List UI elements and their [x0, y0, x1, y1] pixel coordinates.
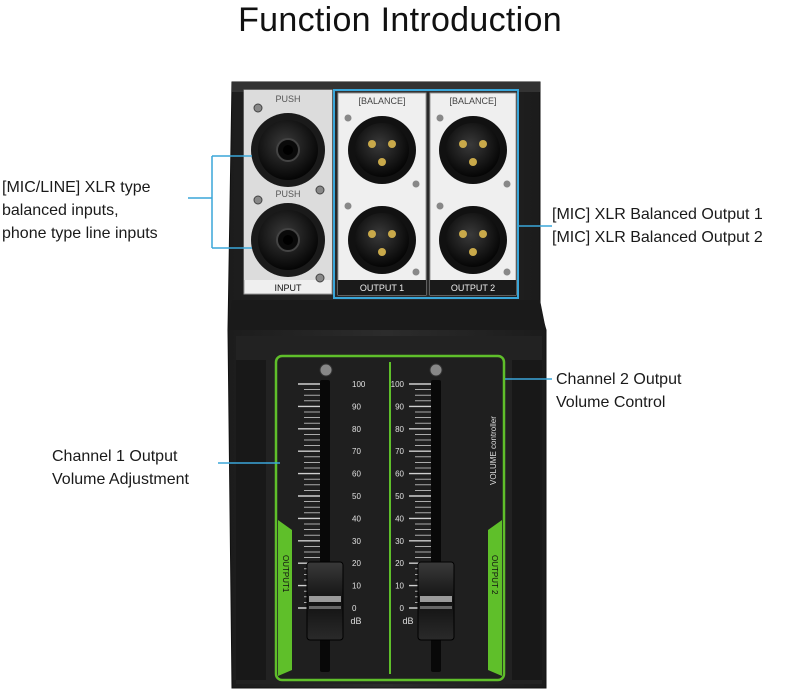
- fader1-scale-label: 30: [352, 537, 361, 546]
- xlr-output-2b-icon: [439, 206, 507, 274]
- page-title: Function Introduction: [238, 1, 562, 39]
- fader1-scale-label: 50: [352, 492, 361, 501]
- db-unit-1: dB: [350, 616, 361, 626]
- volume-controller-label: VOLUME controller: [489, 416, 498, 485]
- fader2-scale-label: 100: [391, 380, 405, 389]
- fader-panel: OUTPUT1 OUTPUT 2 VOLUME controller 10090…: [274, 354, 506, 682]
- strip2-label: OUTPUT 2: [490, 555, 499, 595]
- fader2-scale-label: 0: [400, 604, 405, 613]
- fader2-scale-label: 70: [395, 447, 404, 456]
- output-plates: [BALANCE] [BALANCE] OUTPUT 1 OUTPUT 2: [333, 89, 519, 299]
- callout-channel1: Channel 1 Output Volume Adjustment: [52, 445, 189, 491]
- fader1-scale-label: 20: [352, 559, 361, 568]
- fader1-scale-label: 0: [352, 604, 357, 613]
- strip1-label: OUTPUT1: [281, 555, 290, 593]
- callout-outputs-line-1: [MIC] XLR Balanced Output 1: [552, 206, 763, 223]
- xlr-output-1a-icon: [348, 116, 416, 184]
- callout-inputs-line-2: balanced inputs,: [2, 202, 119, 219]
- fader1-scale-label: 70: [352, 447, 361, 456]
- fader-knob-1[interactable]: [306, 561, 344, 641]
- callout-channel2: Channel 2 Output Volume Control: [556, 368, 681, 414]
- fader1-scale-label: 80: [352, 425, 361, 434]
- fader1-scale-label: 10: [352, 582, 361, 591]
- output2-plate-label: OUTPUT 2: [451, 283, 495, 293]
- input-plate-label: INPUT: [275, 283, 303, 293]
- xlr-output-2a-icon: [439, 116, 507, 184]
- balance-label-1: [BALANCE]: [358, 96, 405, 106]
- callout-channel2-line-2: Volume Control: [556, 394, 666, 411]
- push-label-2: PUSH: [275, 189, 300, 199]
- fader2-scale-label: 20: [395, 559, 404, 568]
- fader2-scale-label: 80: [395, 425, 404, 434]
- callout-inputs-line-1: [MIC/LINE] XLR type: [2, 179, 151, 196]
- balance-label-2: [BALANCE]: [449, 96, 496, 106]
- callout-outputs-line-2: [MIC] XLR Balanced Output 2: [552, 229, 763, 246]
- push-label-1: PUSH: [275, 94, 300, 104]
- fader1-scale-label: 90: [352, 402, 361, 411]
- callout-outputs: [MIC] XLR Balanced Output 1 [MIC] XLR Ba…: [552, 203, 763, 249]
- fader2-scale-label: 30: [395, 537, 404, 546]
- fader1-scale-label: 40: [352, 514, 361, 523]
- fader2-scale-label: 90: [395, 402, 404, 411]
- callout-channel2-line-1: Channel 2 Output: [556, 371, 682, 388]
- input-plate: INPUT PUSH PUSH: [243, 89, 333, 295]
- db-unit-2: dB: [402, 616, 413, 626]
- fader2-scale-label: 40: [395, 514, 404, 523]
- fader1-scale-label: 60: [352, 470, 361, 479]
- callout-inputs: [MIC/LINE] XLR type balanced inputs, pho…: [2, 176, 158, 245]
- output1-plate-label: OUTPUT 1: [360, 283, 404, 293]
- fader1-scale-label: 100: [352, 380, 366, 389]
- fader2-scale-label: 60: [395, 470, 404, 479]
- xlr-output-1b-icon: [348, 206, 416, 274]
- fader2-scale-label: 50: [395, 492, 404, 501]
- callout-channel1-line-1: Channel 1 Output: [52, 448, 178, 465]
- callout-channel1-line-2: Volume Adjustment: [52, 471, 189, 488]
- fader2-scale-label: 10: [395, 582, 404, 591]
- callout-inputs-line-3: phone type line inputs: [2, 225, 158, 242]
- fader-scales: 1009080706050403020100100908070605040302…: [298, 380, 431, 613]
- fader-knob-2[interactable]: [417, 561, 455, 641]
- callout-lines: [188, 155, 552, 464]
